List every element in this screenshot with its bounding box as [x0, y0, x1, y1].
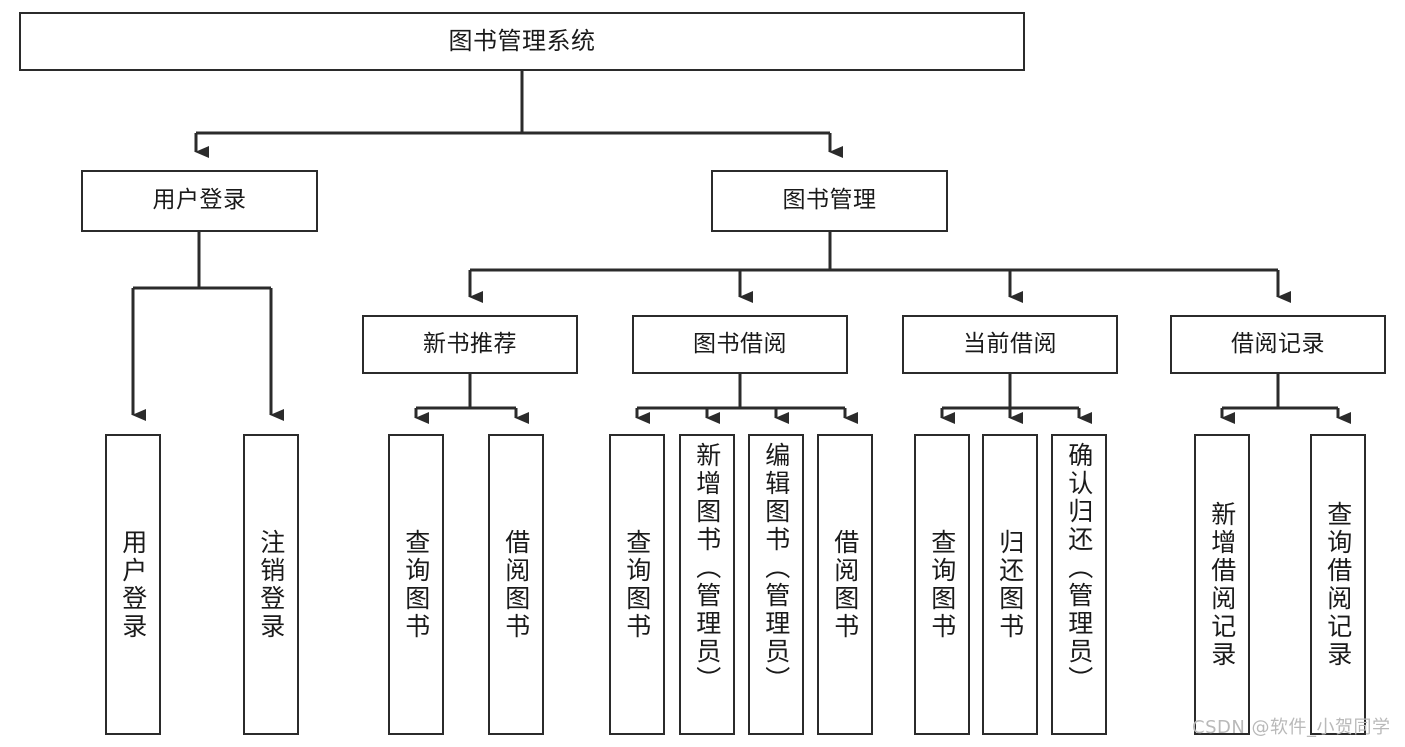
- node-user-login[interactable]: 用户登录: [81, 170, 318, 232]
- node-label: 查询图书: [401, 528, 431, 641]
- node-label: 当前借阅: [963, 330, 1057, 357]
- node-label: 新增借阅记录: [1207, 500, 1237, 669]
- watermark-text: CSDN @软件_小贺同学: [1192, 717, 1391, 738]
- leaf-borrow-query-books[interactable]: 查询图书: [609, 434, 665, 735]
- node-label: 注销登录: [256, 528, 286, 641]
- leaf-record-add-borrow-record[interactable]: 新增借阅记录: [1194, 434, 1250, 735]
- node-label: 新书推荐: [423, 330, 517, 357]
- node-label: 借阅图书: [501, 528, 531, 641]
- node-label: 确认归还（管理员）: [1064, 442, 1094, 694]
- node-borrowing-records[interactable]: 借阅记录: [1170, 315, 1386, 374]
- node-label: 新增图书（管理员）: [692, 442, 722, 694]
- leaf-new-book-borrow-books[interactable]: 借阅图书: [488, 434, 544, 735]
- node-label: 用户登录: [118, 528, 148, 641]
- leaf-record-query-borrow-record[interactable]: 查询借阅记录: [1310, 434, 1366, 735]
- leaf-borrow-edit-book-admin[interactable]: 编辑图书（管理员）: [748, 434, 804, 735]
- node-label: 借阅图书: [830, 528, 860, 641]
- node-label: 编辑图书（管理员）: [761, 442, 791, 694]
- leaf-user-login-login[interactable]: 用户登录: [105, 434, 161, 735]
- leaf-current-return-books[interactable]: 归还图书: [982, 434, 1038, 735]
- node-root-book-management-system[interactable]: 图书管理系统: [19, 12, 1025, 71]
- node-label: 用户登录: [152, 187, 247, 214]
- node-book-management[interactable]: 图书管理: [711, 170, 948, 232]
- node-label: 查询图书: [927, 528, 957, 641]
- leaf-borrow-borrow-books[interactable]: 借阅图书: [817, 434, 873, 735]
- node-label: 归还图书: [995, 528, 1025, 641]
- leaf-user-login-logout[interactable]: 注销登录: [243, 434, 299, 735]
- leaf-borrow-add-book-admin[interactable]: 新增图书（管理员）: [679, 434, 735, 735]
- node-new-book-recommendation[interactable]: 新书推荐: [362, 315, 578, 374]
- node-label: 图书管理系统: [448, 27, 596, 56]
- leaf-current-query-books[interactable]: 查询图书: [914, 434, 970, 735]
- node-label: 查询借阅记录: [1323, 500, 1353, 669]
- node-label: 查询图书: [622, 528, 652, 641]
- node-book-borrowing[interactable]: 图书借阅: [632, 315, 848, 374]
- node-label: 借阅记录: [1231, 330, 1325, 357]
- leaf-current-confirm-return-admin[interactable]: 确认归还（管理员）: [1051, 434, 1107, 735]
- leaf-new-book-query-books[interactable]: 查询图书: [388, 434, 444, 735]
- node-label: 图书管理: [782, 187, 877, 214]
- node-label: 图书借阅: [693, 330, 787, 357]
- node-current-borrowing[interactable]: 当前借阅: [902, 315, 1118, 374]
